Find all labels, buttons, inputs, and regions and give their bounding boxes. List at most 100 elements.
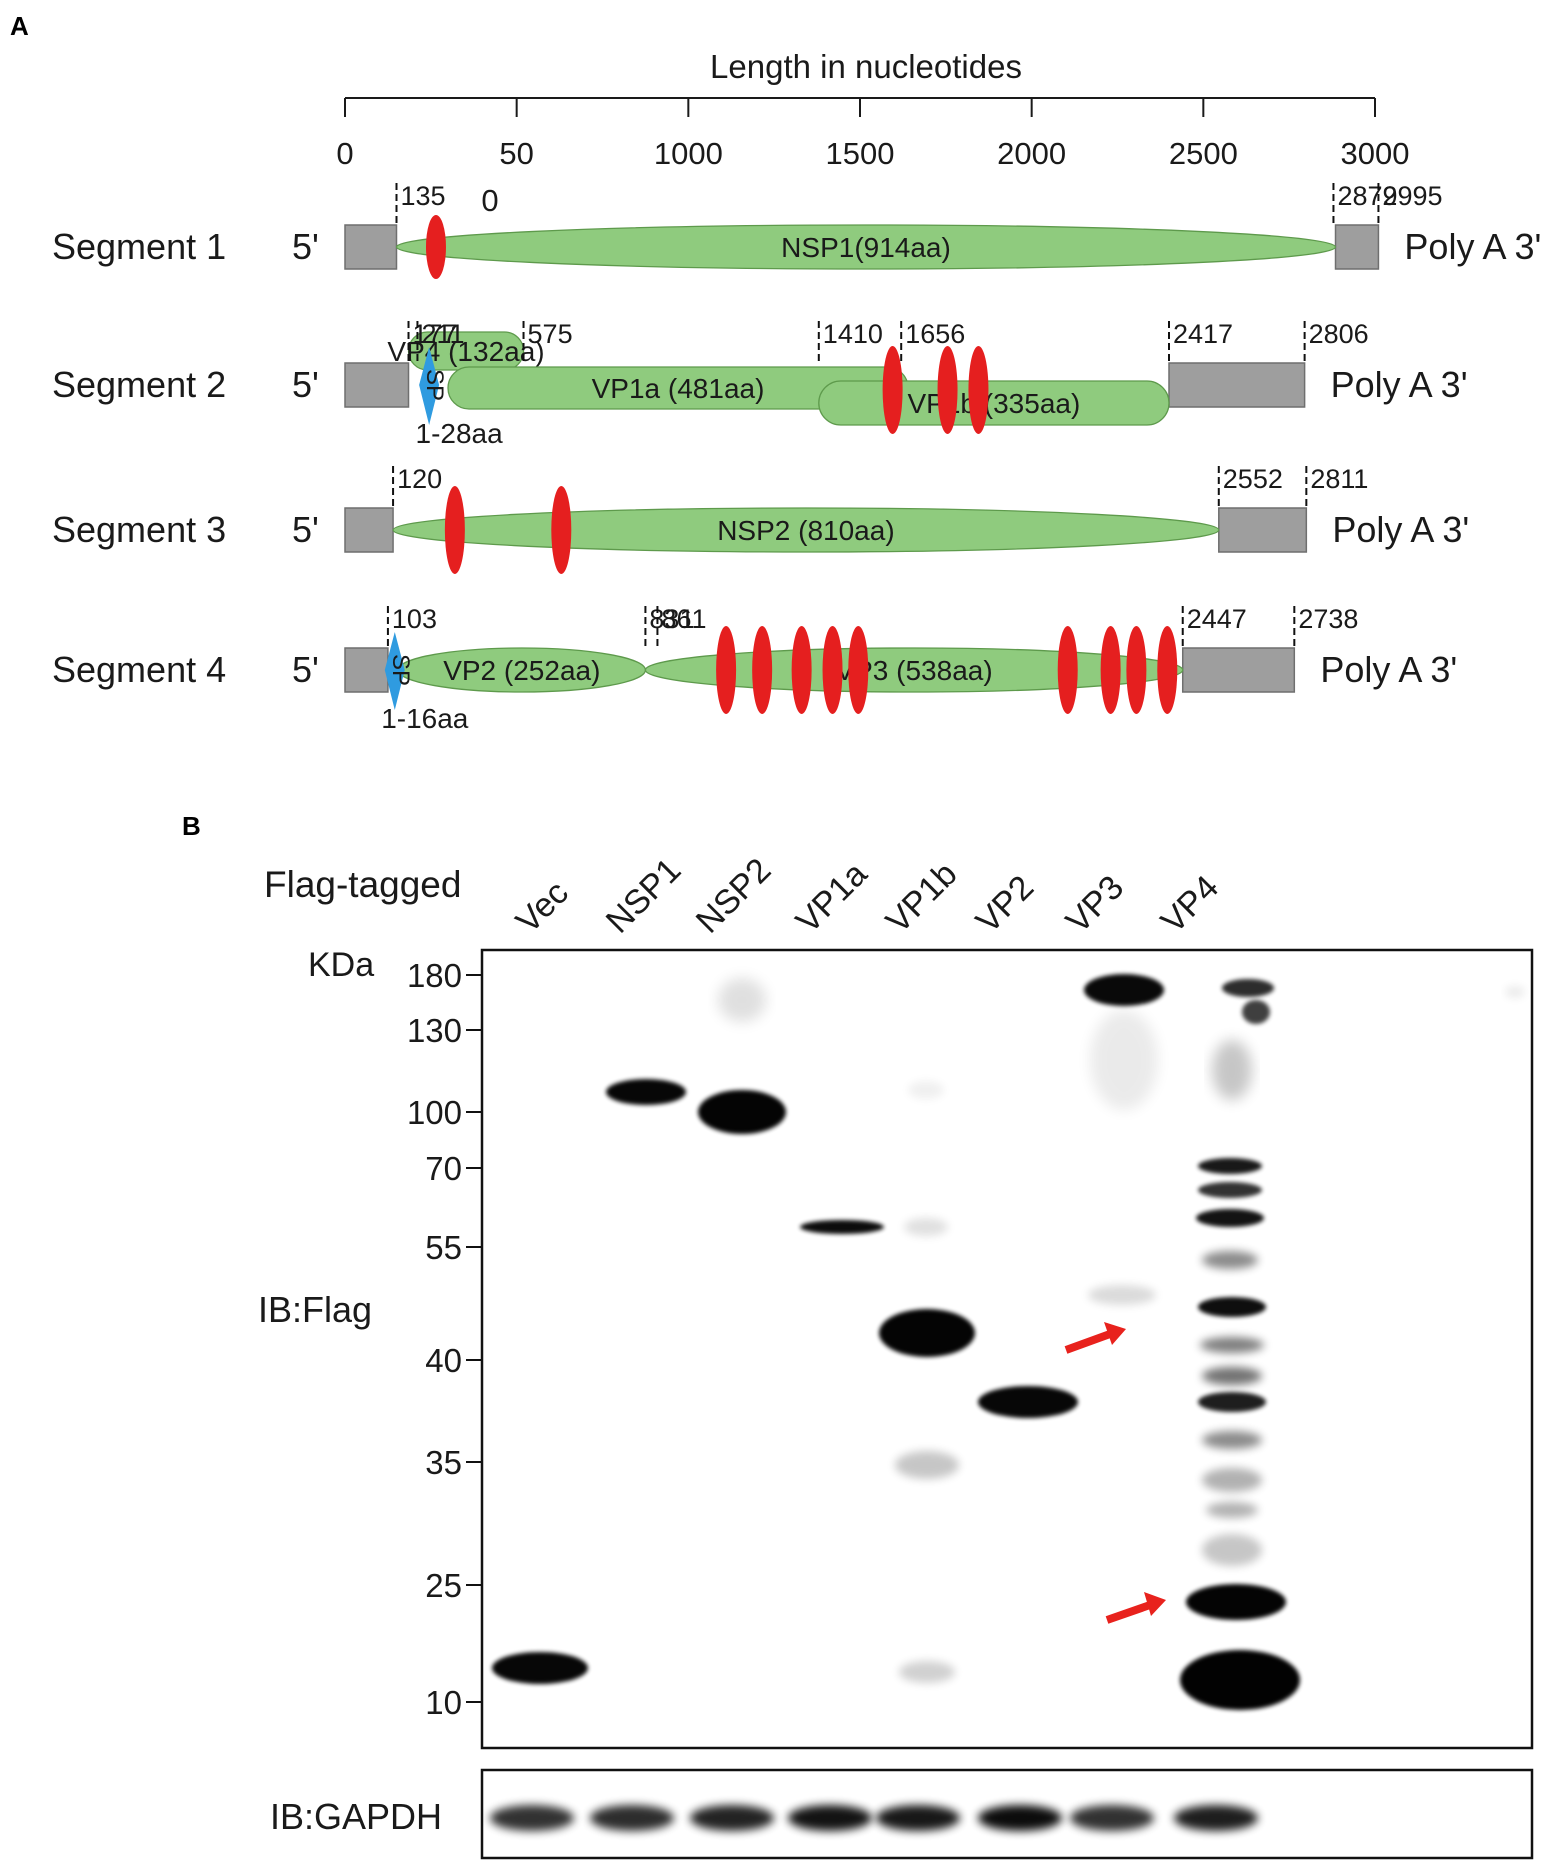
mw-marker-10: 10 <box>425 1684 462 1721</box>
poly-a-label: Poly A 3' <box>1320 649 1457 690</box>
site-marker <box>822 626 843 714</box>
orf-label: VP4 (132aa) <box>387 336 544 367</box>
utr-box <box>1218 507 1308 553</box>
five-prime-label: 5' <box>292 364 319 405</box>
axis-tick-label: 1000 <box>654 136 723 171</box>
lane-label-vp4: VP4 <box>1154 868 1226 940</box>
blot-band <box>1206 1502 1258 1518</box>
ib-flag-label: IB:Flag <box>258 1289 372 1330</box>
orf-nsp1-914aa <box>395 224 1337 270</box>
blot-band <box>492 1652 588 1684</box>
blot-band <box>1202 1367 1262 1385</box>
utr-box <box>344 647 389 693</box>
lane-label-vp1a: VP1a <box>789 855 875 941</box>
blot-band <box>1198 1297 1266 1317</box>
blot-band <box>978 1386 1078 1418</box>
boundary-label: 135 <box>401 181 446 211</box>
mw-marker-35: 35 <box>425 1444 462 1481</box>
orf-vp3-538aa <box>644 647 1184 693</box>
flag-bands <box>492 974 1525 1710</box>
gapdh-band <box>1070 1805 1154 1831</box>
utr-box <box>1334 224 1380 270</box>
segment-name: Segment 3 <box>52 509 226 550</box>
mw-marker-70: 70 <box>425 1150 462 1187</box>
orf-label: NSP2 (810aa) <box>717 515 894 546</box>
utr-box <box>344 507 394 553</box>
lane-label-nsp1: NSP1 <box>599 851 689 941</box>
site-marker <box>1157 626 1178 714</box>
gapdh-bands <box>490 1805 1258 1831</box>
site-marker <box>1126 626 1147 714</box>
signal-peptide-range: 1-28aa <box>416 418 504 449</box>
blot-band <box>1186 1584 1286 1620</box>
blot-band <box>718 978 766 1022</box>
blot-band <box>1242 1000 1270 1024</box>
mw-marker-180: 180 <box>407 957 462 994</box>
orf-label: NSP1(914aa) <box>781 232 951 263</box>
axis-tick-label: 2500 <box>1169 136 1238 171</box>
site-marker <box>1100 626 1121 714</box>
blot-band <box>800 1220 884 1234</box>
blot-band <box>899 1661 955 1683</box>
mw-marker-40: 40 <box>425 1342 462 1379</box>
boundary-label: 120 <box>397 464 442 494</box>
axis-title: Length in nucleotides <box>710 48 1022 85</box>
lane-label-nsp2: NSP2 <box>689 851 779 941</box>
arrow-head-icon <box>1144 1592 1166 1616</box>
boundary-label: 177 <box>413 319 458 349</box>
utr-box <box>344 362 410 408</box>
blot-band <box>1222 979 1274 997</box>
blot-band <box>1505 986 1525 998</box>
site-marker <box>968 346 989 434</box>
gapdh-band <box>1174 1805 1258 1831</box>
boundary-label: 2811 <box>1310 464 1368 494</box>
boundary-label: 2806 <box>1309 319 1369 349</box>
site-marker <box>425 215 446 279</box>
poly-a-label: Poly A 3' <box>1404 226 1541 267</box>
blot-band <box>1090 1010 1158 1110</box>
blot-band <box>1198 1392 1266 1412</box>
gapdh-band <box>690 1805 774 1831</box>
lane-label-vp2: VP2 <box>969 868 1041 940</box>
vp4-arrow-lower <box>1105 1592 1166 1624</box>
lane-label-vec: Vec <box>509 874 576 941</box>
site-marker <box>882 346 903 434</box>
mw-marker-130: 130 <box>407 1012 462 1049</box>
blot-band <box>1202 1431 1262 1449</box>
utr-box <box>344 224 398 270</box>
utr-box <box>1181 647 1296 693</box>
signal-peptide <box>419 347 440 425</box>
gapdh-band <box>788 1805 872 1831</box>
boundary-label: 1656 <box>905 319 965 349</box>
kda-label: KDa <box>308 946 374 984</box>
signal-peptide-label: SP <box>421 369 448 401</box>
ib-gapdh-label: IB:GAPDH <box>270 1796 442 1837</box>
segment-name: Segment 2 <box>52 364 226 405</box>
blot-band <box>1212 1040 1252 1100</box>
boundary-label: 211 <box>421 319 464 349</box>
blot-band <box>1088 1285 1156 1305</box>
five-prime-label: 5' <box>292 509 319 550</box>
axis-tick-label: 1500 <box>826 136 895 171</box>
panel-b-label: B <box>182 811 201 841</box>
five-prime-label: 5' <box>292 649 319 690</box>
gapdh-blot <box>480 1768 1534 1860</box>
site-marker <box>1057 626 1078 714</box>
flag-blot <box>480 948 1534 1750</box>
blot-band <box>1202 1251 1258 1269</box>
boundary-label: 2552 <box>1223 464 1283 494</box>
axis-tick-label: 50 <box>499 136 533 171</box>
blot-band <box>1200 1337 1264 1353</box>
blot-band <box>908 1081 944 1099</box>
signal-peptide-label: SP <box>387 654 414 686</box>
mw-marker-100: 100 <box>407 1094 462 1131</box>
gapdh-band <box>590 1805 674 1831</box>
boundary-label: 2738 <box>1298 604 1358 634</box>
